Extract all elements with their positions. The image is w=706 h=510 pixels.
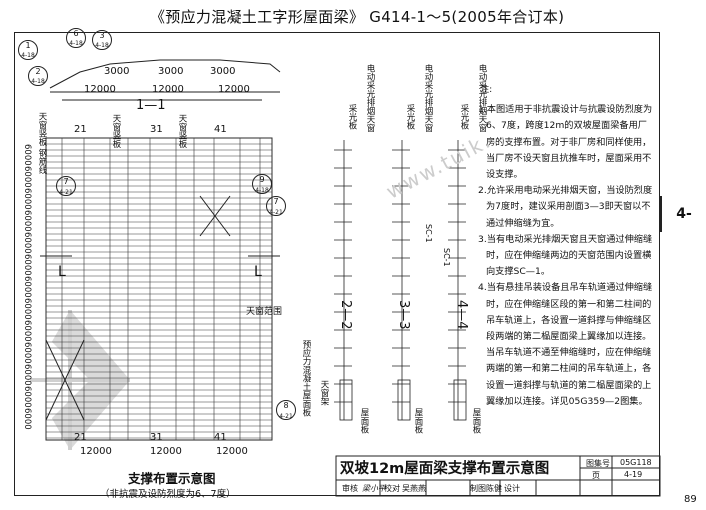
left-dim-6: 6000 <box>22 254 32 276</box>
bay-dim-bottom-1: 12000 <box>80 446 112 457</box>
notes-heading: 注: <box>480 84 493 95</box>
design-label: 设计 <box>504 484 520 493</box>
bay-dim-top-1: 12000 <box>84 84 116 95</box>
page-code: 4-19 <box>624 470 643 479</box>
section-4-4-label: 4—4 <box>454 300 469 330</box>
axis-31-bottom: 31 <box>150 432 163 443</box>
bottom-note-skylight-frame: 天窗架 <box>319 380 329 406</box>
plan-caption-subtitle: （非抗震及设防烈度为6、7度） <box>100 489 236 500</box>
top-span-3: 3000 <box>210 66 236 77</box>
note-1: 1.本图适用于非抗震设计与抗震设防烈度为6、7度，跨度12m的双坡屋面梁备用厂房… <box>478 104 653 181</box>
side-tab[interactable]: 4- <box>676 206 692 222</box>
section-4-bottom: 屋面板 <box>471 408 481 434</box>
top-note-2: 天窗竖板 <box>111 114 121 148</box>
axis-21-bottom: 21 <box>74 432 87 443</box>
page-number: 89 <box>684 494 697 505</box>
plan-caption-title: 支撑布置示意图 <box>128 471 216 486</box>
section-3-note-1: 采光板 <box>405 104 415 130</box>
top-note-3: 天窗竖板 <box>177 114 187 148</box>
note-3: 3.当有电动采光排烟天窗且天窗通过伸缩缝时，应在伸缩缝两边的天窗范围内设置横向支… <box>478 233 653 278</box>
left-dim-12: 6000 <box>22 386 32 408</box>
notes-block: 注: 1.本图适用于非抗震设计与抗震设防烈度为6、7度，跨度12m的双坡屋面梁备… <box>478 82 654 410</box>
atlas-number: 05G118 <box>620 458 652 467</box>
cut-mark-right: L <box>254 264 262 280</box>
axis-31-top: 31 <box>150 124 163 135</box>
page-label: 页 <box>592 471 600 480</box>
section-1-1-label: 1—1 <box>136 98 166 113</box>
left-dim-4: 6000 <box>22 210 32 232</box>
bottom-note-roof-slab: 预应力混凝土屋面板 <box>301 340 311 417</box>
section-3-note-2: 电动采光排烟天窗 <box>423 64 433 132</box>
axis-41-top: 41 <box>214 124 227 135</box>
roof-profile-line <box>49 59 281 89</box>
review-label: 审核 <box>342 484 358 493</box>
title-block-main-title: 双坡12m屋面梁支撑布置示意图 <box>340 461 550 477</box>
left-dim-3: 6000 <box>22 188 32 210</box>
bay-dim-top-2: 12000 <box>152 84 184 95</box>
top-span-1: 3000 <box>104 66 130 77</box>
plan-outline <box>45 137 273 441</box>
section-2-2-label: 2—2 <box>338 300 353 330</box>
check-name: 吴燕燕 <box>402 484 426 493</box>
note-2: 2.允许采用电动采光排烟天窗，当设防烈度为7度时，建议采用剖面3—3即天窗以不通… <box>478 185 653 229</box>
section-3-sc1-tag: SC-1 <box>424 224 433 243</box>
left-dim-1: 6000 <box>22 144 32 166</box>
section-3-box <box>397 379 411 421</box>
watermark-logo <box>22 310 130 450</box>
section-2-box <box>339 379 353 421</box>
bay-dim-bottom-2: 12000 <box>150 446 182 457</box>
left-dim-10: 6000 <box>22 342 32 364</box>
section-2-bottom: 屋面板 <box>359 408 369 434</box>
side-tab-line <box>660 196 662 232</box>
section-4-note-1: 采光板 <box>459 104 469 130</box>
draw-name: 陈健 <box>486 484 502 493</box>
cross-brace <box>199 195 231 237</box>
section-3-3-label: 3—3 <box>396 300 411 330</box>
review-name: 梁小平 <box>362 484 386 493</box>
left-dim-8: 6000 <box>22 298 32 320</box>
axis-41-bottom: 41 <box>214 432 227 443</box>
note-4: 4.当有悬挂吊装设备且吊车轨道通过伸缩缝时，应在伸缩缝区段的第一和第二柱间的吊车… <box>478 282 653 407</box>
bay-dim-top-3: 12000 <box>218 84 250 95</box>
atlas-label: 图集号 <box>586 459 610 468</box>
cross-brace <box>45 339 85 421</box>
left-dim-9: 6000 <box>22 320 32 342</box>
section-4-note-2: 电动采光排烟天窗 <box>477 64 487 132</box>
axis-21-top: 21 <box>74 124 87 135</box>
bay-dim-bottom-3: 12000 <box>216 446 248 457</box>
left-dim-13: 6000 <box>22 408 32 430</box>
document-header-title: 《预应力混凝土工字形屋面梁》 G414-1～5(2005年合订本) <box>150 8 565 26</box>
skylight-range-label: 天窗范围 <box>246 307 283 317</box>
left-dim-2: 6000 <box>22 166 32 188</box>
title-block: 双坡12m屋面梁支撑布置示意图 图集号 05G118 页 4-19 审核 梁小平… <box>336 456 660 496</box>
left-dim-11: 6000 <box>22 364 32 386</box>
draw-label: 制图 <box>470 484 486 493</box>
section-3-bottom: 屋面板 <box>413 408 423 434</box>
left-dim-7: 6000 <box>22 276 32 298</box>
section-2-note-2: 电动采光排烟天窗 <box>365 64 375 132</box>
check-label: 校对 <box>384 484 400 493</box>
top-span-2: 3000 <box>158 66 184 77</box>
cut-mark-left: L <box>58 264 66 280</box>
left-dim-5: 6000 <box>22 232 32 254</box>
section-2-note-1: 采光板 <box>347 104 357 130</box>
section-4-sc1-tag: SC-1 <box>442 248 451 267</box>
section-4-box <box>453 379 467 421</box>
top-note-1: 天窗竖板 钢筋线 <box>37 112 47 175</box>
